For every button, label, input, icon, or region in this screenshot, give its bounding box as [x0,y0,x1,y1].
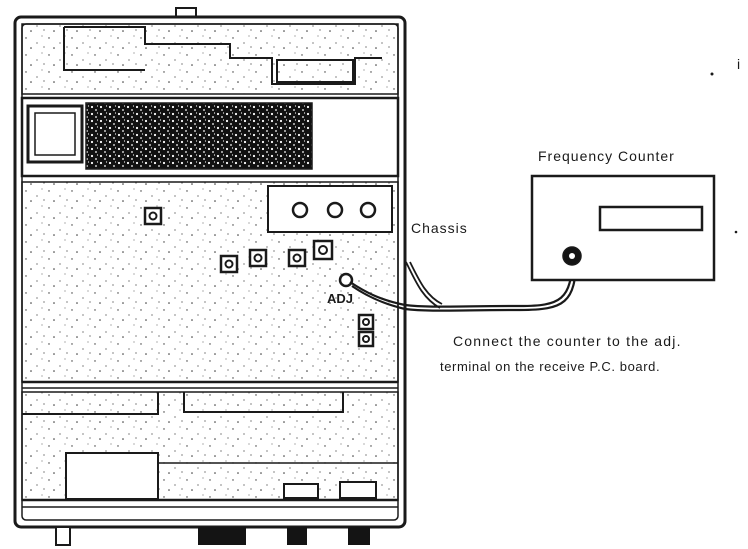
adj-terminal [338,272,354,288]
trimmer-6 [357,313,375,331]
receiver-unit [13,7,407,546]
top-board-outline [64,26,382,85]
stray-mark: i [737,56,741,72]
trimmer-4 [287,248,307,268]
frequency-counter [530,174,716,282]
chassis-label: Chassis [411,220,468,236]
counter-readout [598,205,704,232]
noise-panel [86,103,312,169]
trimmer-2 [219,254,239,274]
jack-3 [359,201,377,219]
meter-window [26,104,84,164]
bottom-connector-2 [287,527,307,545]
trimmer-7 [357,330,375,348]
trimmer-1 [143,206,163,226]
bottom-connector-1 [198,527,246,545]
frequency-counter-label: Frequency Counter [538,148,675,164]
bottom-connector-3 [348,527,370,545]
caption-line-2: terminal on the receive P.C. board. [440,359,661,374]
trimmer-3 [248,248,268,268]
test-cable [349,257,578,312]
caption-line-1: Connect the counter to the adj. [453,333,682,349]
adj-label: ADJ [327,291,354,306]
jack-2 [326,201,344,219]
trimmer-5 [312,239,334,261]
jack-1 [291,201,309,219]
jack-panel [267,185,393,233]
